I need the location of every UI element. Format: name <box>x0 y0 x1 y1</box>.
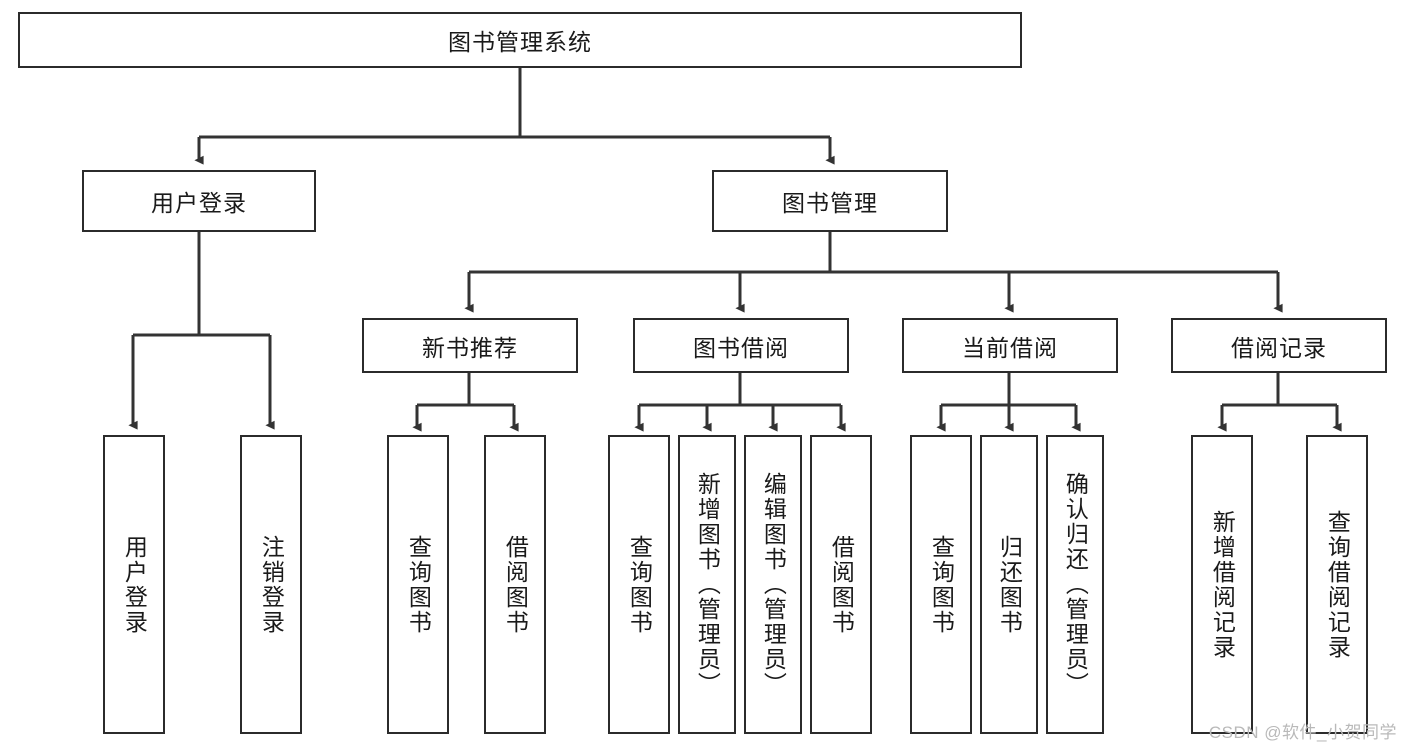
node-label: 查询图书 <box>405 534 432 635</box>
leaf-query-book-recommend[interactable]: 查询图书 <box>387 435 449 734</box>
node-label: 新增图书（管理员） <box>694 472 721 697</box>
node-label: 当前借阅 <box>962 334 1058 361</box>
leaf-return-book[interactable]: 归还图书 <box>980 435 1038 734</box>
node-label: 查询图书 <box>626 534 653 635</box>
leaf-borrow-book-recommend[interactable]: 借阅图书 <box>484 435 546 734</box>
leaf-user-login[interactable]: 用户登录 <box>103 435 165 734</box>
node-book-borrow[interactable]: 图书借阅 <box>633 318 849 373</box>
leaf-add-borrow-record[interactable]: 新增借阅记录 <box>1191 435 1253 734</box>
node-label: 图书借阅 <box>693 334 789 361</box>
node-label: 查询借阅记录 <box>1324 509 1351 660</box>
node-label: 归还图书 <box>996 534 1023 635</box>
node-label: 注销登录 <box>258 534 285 635</box>
node-user-login[interactable]: 用户登录 <box>82 170 316 232</box>
node-label: 借阅图书 <box>502 534 529 635</box>
node-new-book-recommend[interactable]: 新书推荐 <box>362 318 578 373</box>
node-label: 确认归还（管理员） <box>1062 472 1089 697</box>
leaf-query-book-borrow[interactable]: 查询图书 <box>608 435 670 734</box>
node-label: 图书管理系统 <box>448 29 592 55</box>
node-book-management[interactable]: 图书管理 <box>712 170 948 232</box>
node-label: 图书管理 <box>782 190 878 216</box>
node-current-borrow[interactable]: 当前借阅 <box>902 318 1118 373</box>
node-borrow-record[interactable]: 借阅记录 <box>1171 318 1387 373</box>
node-label: 新增借阅记录 <box>1209 509 1236 660</box>
node-label: 借阅图书 <box>828 534 855 635</box>
node-label: 用户登录 <box>121 534 148 635</box>
node-label: 借阅记录 <box>1231 334 1327 361</box>
leaf-edit-book-admin[interactable]: 编辑图书（管理员） <box>744 435 802 734</box>
node-label: 新书推荐 <box>422 334 518 361</box>
leaf-add-book-admin[interactable]: 新增图书（管理员） <box>678 435 736 734</box>
node-root-system[interactable]: 图书管理系统 <box>18 12 1022 68</box>
node-label: 用户登录 <box>151 190 247 216</box>
csdn-watermark: CSDN @软件_小贺同学 <box>1208 723 1397 742</box>
leaf-query-borrow-record[interactable]: 查询借阅记录 <box>1306 435 1368 734</box>
node-label: 编辑图书（管理员） <box>760 472 787 697</box>
leaf-query-book-current[interactable]: 查询图书 <box>910 435 972 734</box>
leaf-borrow-book[interactable]: 借阅图书 <box>810 435 872 734</box>
leaf-confirm-return-admin[interactable]: 确认归还（管理员） <box>1046 435 1104 734</box>
node-label: 查询图书 <box>928 534 955 635</box>
leaf-logout[interactable]: 注销登录 <box>240 435 302 734</box>
